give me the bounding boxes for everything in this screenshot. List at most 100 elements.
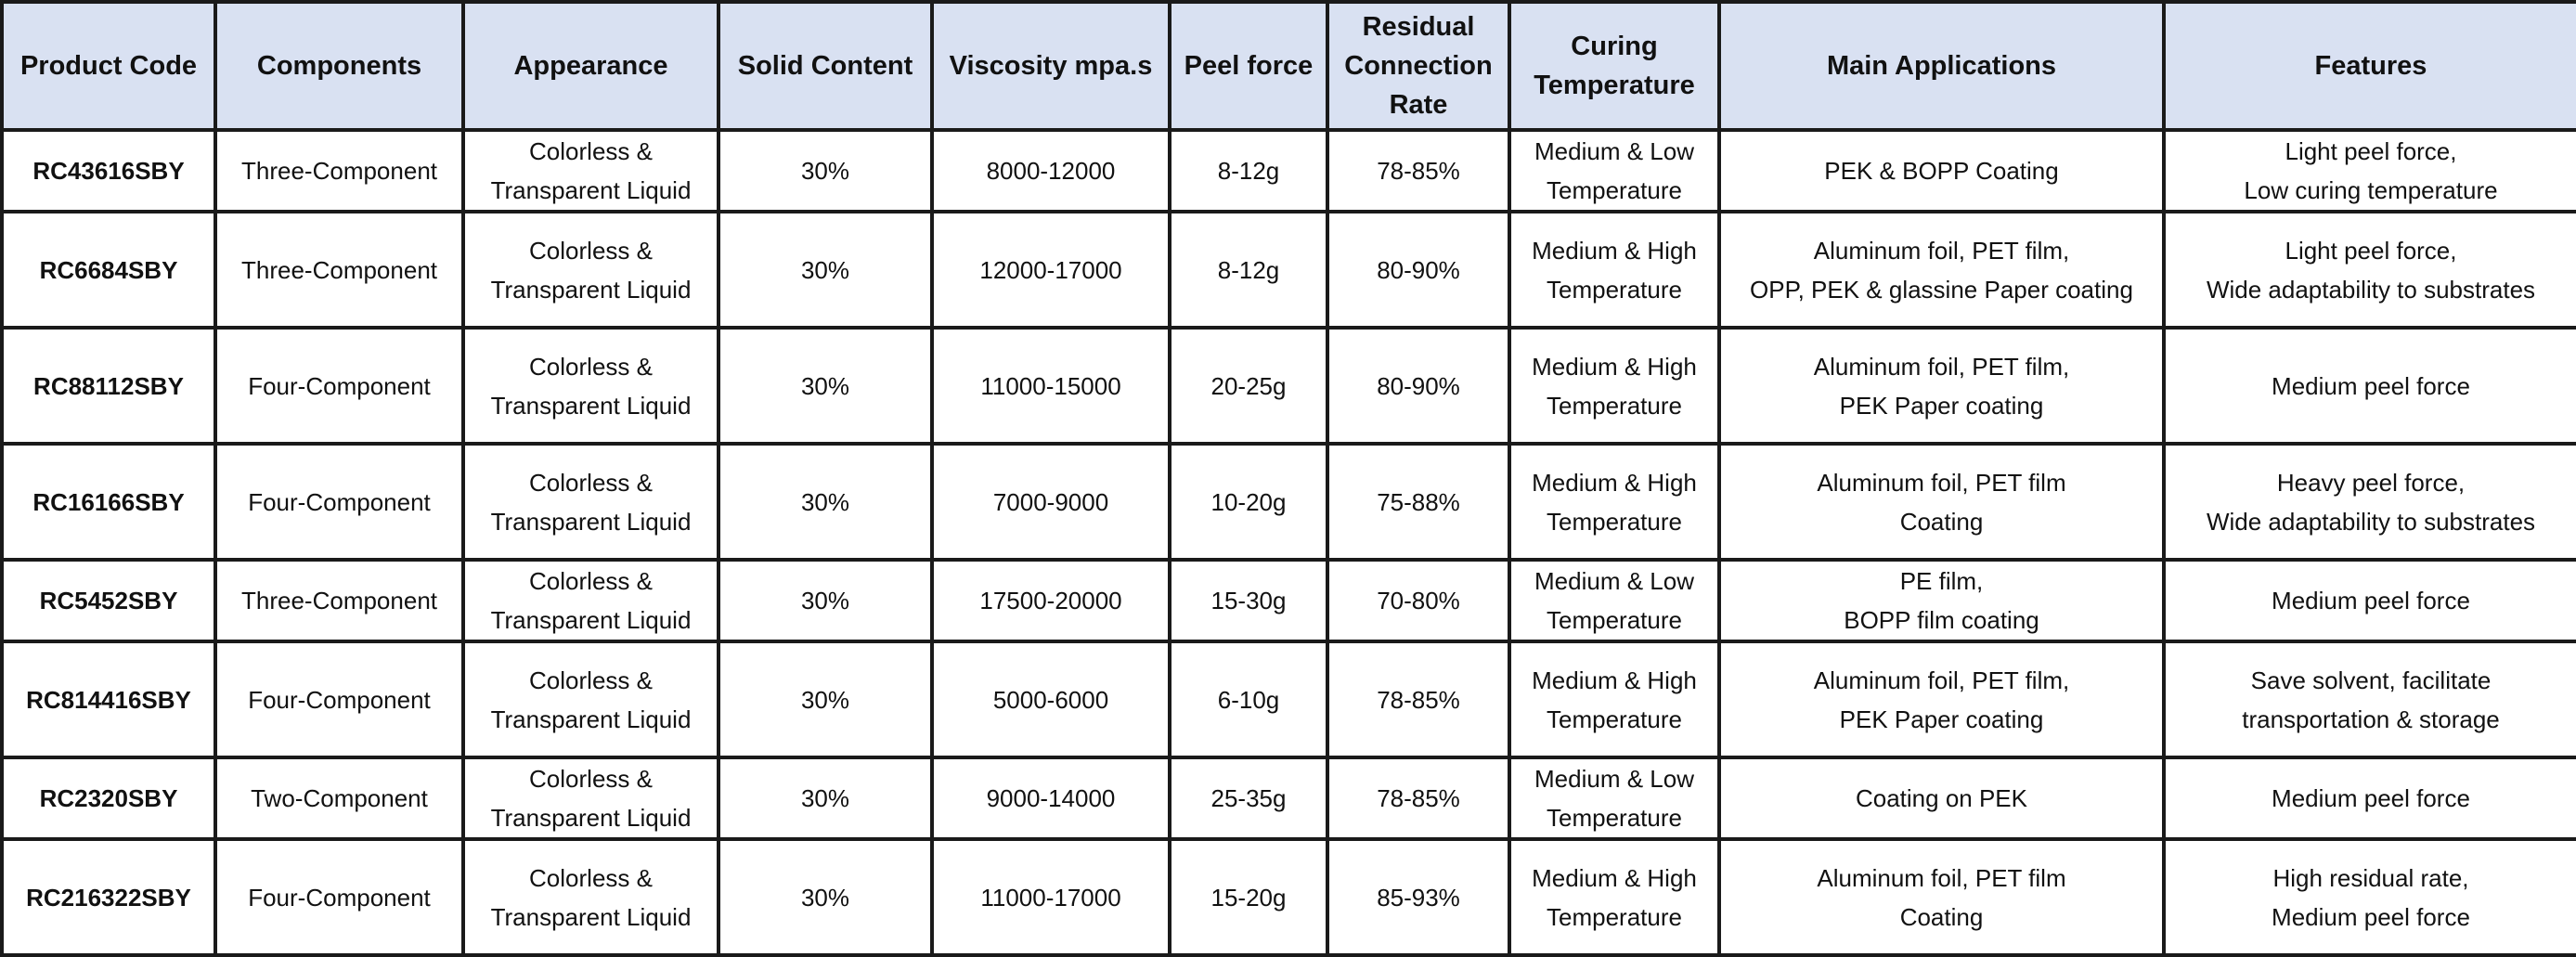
appearance-cell: Colorless & Transparent Liquid <box>461 756 720 841</box>
applications-cell: PE film, BOPP film coating <box>1717 558 2166 643</box>
header-components: Components <box>214 0 465 132</box>
viscosity-cell: 12000-17000 <box>930 210 1171 330</box>
peel-force-cell: 8-12g <box>1168 210 1329 330</box>
peel-force-cell: 15-20g <box>1168 837 1329 957</box>
header-features: Features <box>2162 0 2576 132</box>
components-cell: Four-Component <box>214 837 465 957</box>
applications-cell: Aluminum foil, PET film, PEK Paper coati… <box>1717 640 2166 759</box>
product-code-cell: RC43616SBY <box>0 128 217 213</box>
solid-content-cell: 30% <box>717 837 934 957</box>
features-cell: Medium peel force <box>2162 558 2576 643</box>
applications-cell: Aluminum foil, PET film Coating <box>1717 837 2166 957</box>
header-residual-rate: Residual Connection Rate <box>1326 0 1511 132</box>
appearance-cell: Colorless & Transparent Liquid <box>461 640 720 759</box>
curing-temperature-cell: Medium & High Temperature <box>1508 442 1721 562</box>
viscosity-cell: 9000-14000 <box>930 756 1171 841</box>
peel-force-cell: 20-25g <box>1168 326 1329 446</box>
residual-rate-cell: 70-80% <box>1326 558 1511 643</box>
components-cell: Two-Component <box>214 756 465 841</box>
curing-temperature-cell: Medium & High Temperature <box>1508 837 1721 957</box>
viscosity-cell: 17500-20000 <box>930 558 1171 643</box>
solid-content-cell: 30% <box>717 128 934 213</box>
header-viscosity: Viscosity mpa.s <box>930 0 1171 132</box>
appearance-cell: Colorless & Transparent Liquid <box>461 326 720 446</box>
viscosity-cell: 11000-17000 <box>930 837 1171 957</box>
components-cell: Three-Component <box>214 558 465 643</box>
peel-force-cell: 8-12g <box>1168 128 1329 213</box>
product-code-cell: RC16166SBY <box>0 442 217 562</box>
peel-force-cell: 6-10g <box>1168 640 1329 759</box>
appearance-cell: Colorless & Transparent Liquid <box>461 837 720 957</box>
table-header-row: Product Code Components Appearance Solid… <box>0 0 2576 132</box>
residual-rate-cell: 78-85% <box>1326 756 1511 841</box>
peel-force-cell: 10-20g <box>1168 442 1329 562</box>
header-peel-force: Peel force <box>1168 0 1329 132</box>
table-row: RC216322SBY Four-Component Colorless & T… <box>0 837 2576 957</box>
curing-temperature-cell: Medium & Low Temperature <box>1508 756 1721 841</box>
table-row: RC6684SBY Three-Component Colorless & Tr… <box>0 210 2576 330</box>
peel-force-cell: 25-35g <box>1168 756 1329 841</box>
product-code-cell: RC814416SBY <box>0 640 217 759</box>
peel-force-cell: 15-30g <box>1168 558 1329 643</box>
table-row: RC88112SBY Four-Component Colorless & Tr… <box>0 326 2576 446</box>
table-row: RC5452SBY Three-Component Colorless & Tr… <box>0 558 2576 643</box>
applications-cell: Coating on PEK <box>1717 756 2166 841</box>
table-row: RC43616SBY Three-Component Colorless & T… <box>0 128 2576 213</box>
components-cell: Four-Component <box>214 442 465 562</box>
components-cell: Four-Component <box>214 640 465 759</box>
solid-content-cell: 30% <box>717 326 934 446</box>
header-solid-content: Solid Content <box>717 0 934 132</box>
components-cell: Four-Component <box>214 326 465 446</box>
viscosity-cell: 11000-15000 <box>930 326 1171 446</box>
viscosity-cell: 5000-6000 <box>930 640 1171 759</box>
header-main-applications: Main Applications <box>1717 0 2166 132</box>
applications-cell: Aluminum foil, PET film, PEK Paper coati… <box>1717 326 2166 446</box>
appearance-cell: Colorless & Transparent Liquid <box>461 558 720 643</box>
solid-content-cell: 30% <box>717 210 934 330</box>
features-cell: Light peel force, Wide adaptability to s… <box>2162 210 2576 330</box>
header-appearance: Appearance <box>461 0 720 132</box>
appearance-cell: Colorless & Transparent Liquid <box>461 128 720 213</box>
solid-content-cell: 30% <box>717 558 934 643</box>
residual-rate-cell: 78-85% <box>1326 640 1511 759</box>
residual-rate-cell: 78-85% <box>1326 128 1511 213</box>
product-code-cell: RC2320SBY <box>0 756 217 841</box>
features-cell: Heavy peel force, Wide adaptability to s… <box>2162 442 2576 562</box>
appearance-cell: Colorless & Transparent Liquid <box>461 442 720 562</box>
features-cell: Medium peel force <box>2162 326 2576 446</box>
curing-temperature-cell: Medium & High Temperature <box>1508 640 1721 759</box>
header-curing-temperature: Curing Temperature <box>1508 0 1721 132</box>
applications-cell: Aluminum foil, PET film Coating <box>1717 442 2166 562</box>
table-row: RC814416SBY Four-Component Colorless & T… <box>0 640 2576 759</box>
features-cell: Save solvent, facilitate transportation … <box>2162 640 2576 759</box>
residual-rate-cell: 80-90% <box>1326 210 1511 330</box>
residual-rate-cell: 85-93% <box>1326 837 1511 957</box>
solid-content-cell: 30% <box>717 640 934 759</box>
applications-cell: PEK & BOPP Coating <box>1717 128 2166 213</box>
table-row: RC16166SBY Four-Component Colorless & Tr… <box>0 442 2576 562</box>
features-cell: High residual rate, Medium peel force <box>2162 837 2576 957</box>
product-code-cell: RC216322SBY <box>0 837 217 957</box>
features-cell: Medium peel force <box>2162 756 2576 841</box>
product-code-cell: RC6684SBY <box>0 210 217 330</box>
curing-temperature-cell: Medium & High Temperature <box>1508 326 1721 446</box>
components-cell: Three-Component <box>214 210 465 330</box>
product-code-cell: RC88112SBY <box>0 326 217 446</box>
viscosity-cell: 7000-9000 <box>930 442 1171 562</box>
curing-temperature-cell: Medium & Low Temperature <box>1508 128 1721 213</box>
features-cell: Light peel force, Low curing temperature <box>2162 128 2576 213</box>
header-product-code: Product Code <box>0 0 217 132</box>
residual-rate-cell: 80-90% <box>1326 326 1511 446</box>
viscosity-cell: 8000-12000 <box>930 128 1171 213</box>
appearance-cell: Colorless & Transparent Liquid <box>461 210 720 330</box>
components-cell: Three-Component <box>214 128 465 213</box>
curing-temperature-cell: Medium & High Temperature <box>1508 210 1721 330</box>
solid-content-cell: 30% <box>717 756 934 841</box>
solid-content-cell: 30% <box>717 442 934 562</box>
table-row: RC2320SBY Two-Component Colorless & Tran… <box>0 756 2576 841</box>
residual-rate-cell: 75-88% <box>1326 442 1511 562</box>
curing-temperature-cell: Medium & Low Temperature <box>1508 558 1721 643</box>
product-code-cell: RC5452SBY <box>0 558 217 643</box>
applications-cell: Aluminum foil, PET film, OPP, PEK & glas… <box>1717 210 2166 330</box>
